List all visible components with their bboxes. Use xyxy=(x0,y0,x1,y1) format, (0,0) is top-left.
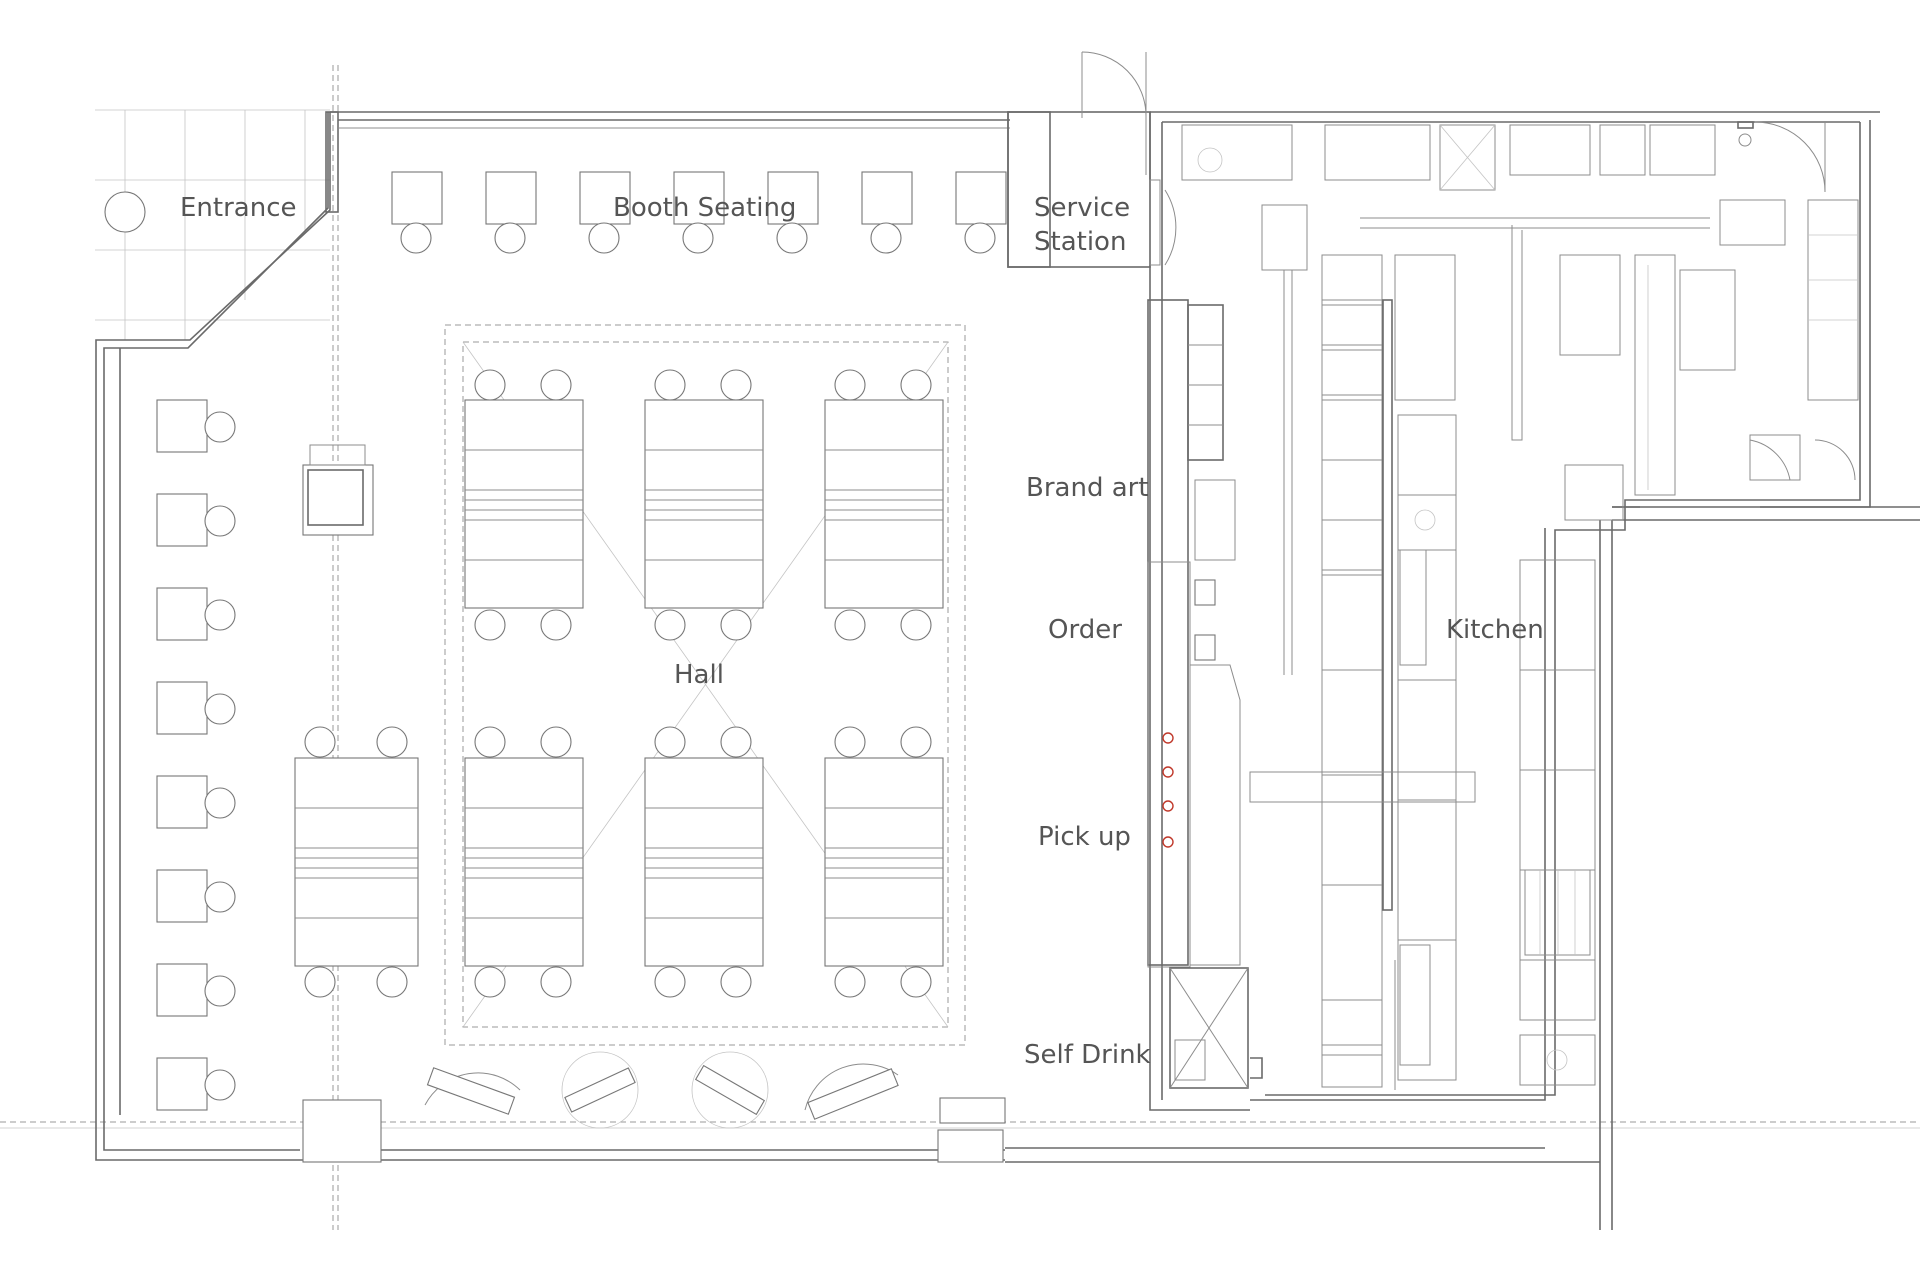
room-labels: Entrance Booth Seating Service Station B… xyxy=(180,193,1544,1070)
table-group xyxy=(824,726,944,998)
pickup-marker-icon xyxy=(1162,800,1174,812)
booth-seat xyxy=(579,171,631,254)
booth-seating xyxy=(338,127,1010,254)
round-pod xyxy=(804,1063,899,1120)
pickup-marker-icon xyxy=(1162,836,1174,848)
pickup-marker-icon xyxy=(1162,732,1174,744)
booth-seat xyxy=(955,171,1007,254)
label-booth-seating: Booth Seating xyxy=(613,193,796,223)
construction-lines xyxy=(0,65,1920,1230)
table-group xyxy=(824,369,944,641)
wall-seating-left xyxy=(156,399,236,1111)
round-pod xyxy=(424,1067,521,1115)
kitchen-equipment xyxy=(1181,121,1859,1090)
label-order: Order xyxy=(1048,615,1122,645)
pickup-marker-icon xyxy=(1162,766,1174,778)
counter xyxy=(1147,299,1263,1089)
label-service-station-line1: Service xyxy=(1034,193,1130,223)
label-kitchen: Kitchen xyxy=(1446,615,1544,645)
pos-terminal-icon xyxy=(1194,634,1216,661)
label-pick-up: Pick up xyxy=(1038,822,1131,852)
label-entrance: Entrance xyxy=(180,193,297,223)
label-self-drink: Self Drink xyxy=(1024,1040,1151,1070)
table-group xyxy=(464,726,584,998)
hall-tables xyxy=(294,369,944,998)
table-group xyxy=(464,369,584,641)
booth-seat xyxy=(391,171,443,254)
structural-column xyxy=(302,444,374,536)
booth-seat xyxy=(673,171,725,254)
table-group xyxy=(644,726,764,998)
pos-terminal-icon xyxy=(1194,579,1216,606)
booth-seat xyxy=(861,171,913,254)
round-pod xyxy=(561,1051,639,1129)
table-group xyxy=(644,369,764,641)
entrance-column xyxy=(104,191,146,233)
round-pod xyxy=(691,1051,769,1129)
window-seating xyxy=(424,1051,1006,1129)
label-brand-art: Brand art xyxy=(1026,473,1149,503)
entrance-area xyxy=(104,191,146,233)
table-group xyxy=(294,726,419,998)
service-station xyxy=(1007,51,1177,268)
booth-seat xyxy=(767,171,819,254)
booth-seat xyxy=(485,171,537,254)
exterior-walls xyxy=(95,111,1920,1230)
label-service-station-line2: Station xyxy=(1034,227,1126,257)
label-hall: Hall xyxy=(674,660,724,690)
